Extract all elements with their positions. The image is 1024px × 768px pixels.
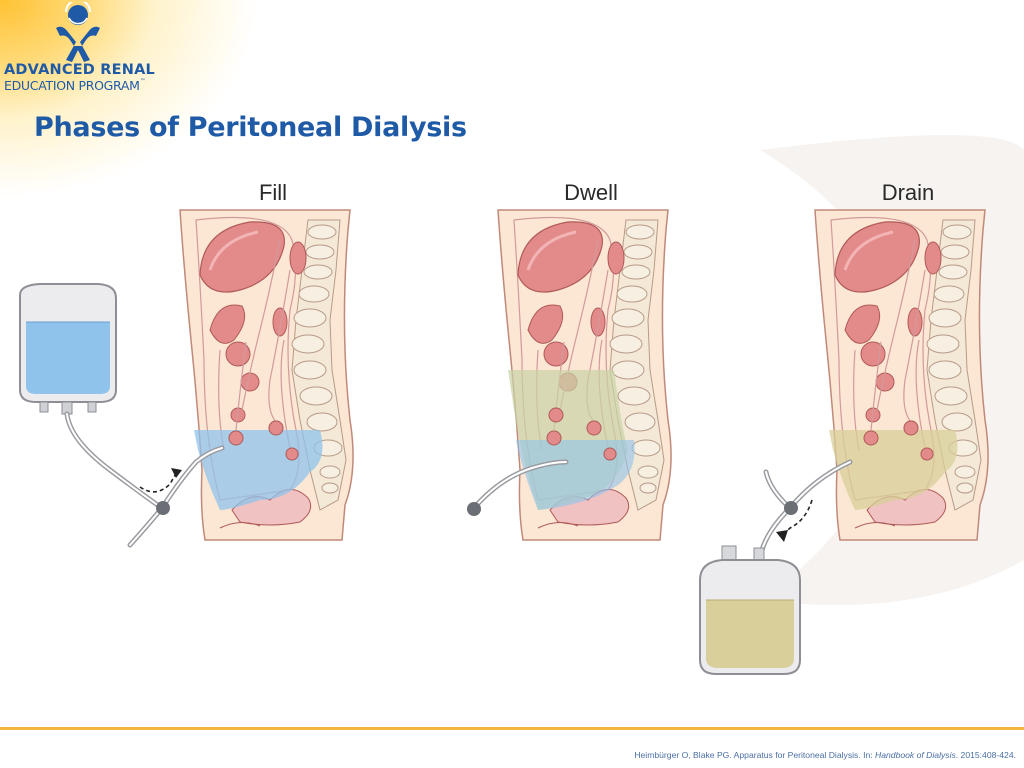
page-title: Phases of Peritoneal Dialysis [34,112,467,143]
drain-torso [813,208,990,542]
logo: ADVANCED RENAL EDUCATION PROGRAM™ [0,0,170,100]
logo-line-2: EDUCATION PROGRAM™ [4,78,146,93]
logo-person-icon [56,2,100,63]
dwell-cap-icon [467,502,481,516]
drain-arrow-icon [781,499,813,537]
footer-rule [0,727,1024,730]
logo-line-1: ADVANCED RENAL [4,62,155,78]
drain-bag-icon [699,545,801,675]
drain-clamp-icon [784,501,798,515]
dwell-torso [496,208,673,542]
dialysate-bag-icon [19,283,117,415]
phase-label-fill: Fill [258,180,288,205]
phase-label-drain: Drain [881,180,935,205]
fill-clamp-icon [156,501,170,515]
phase-label-dwell: Dwell [564,180,618,205]
citation: Heimbürger O, Blake PG. Apparatus for Pe… [634,750,1016,760]
fill-torso [178,208,355,542]
fill-arrow-icon [139,469,179,493]
